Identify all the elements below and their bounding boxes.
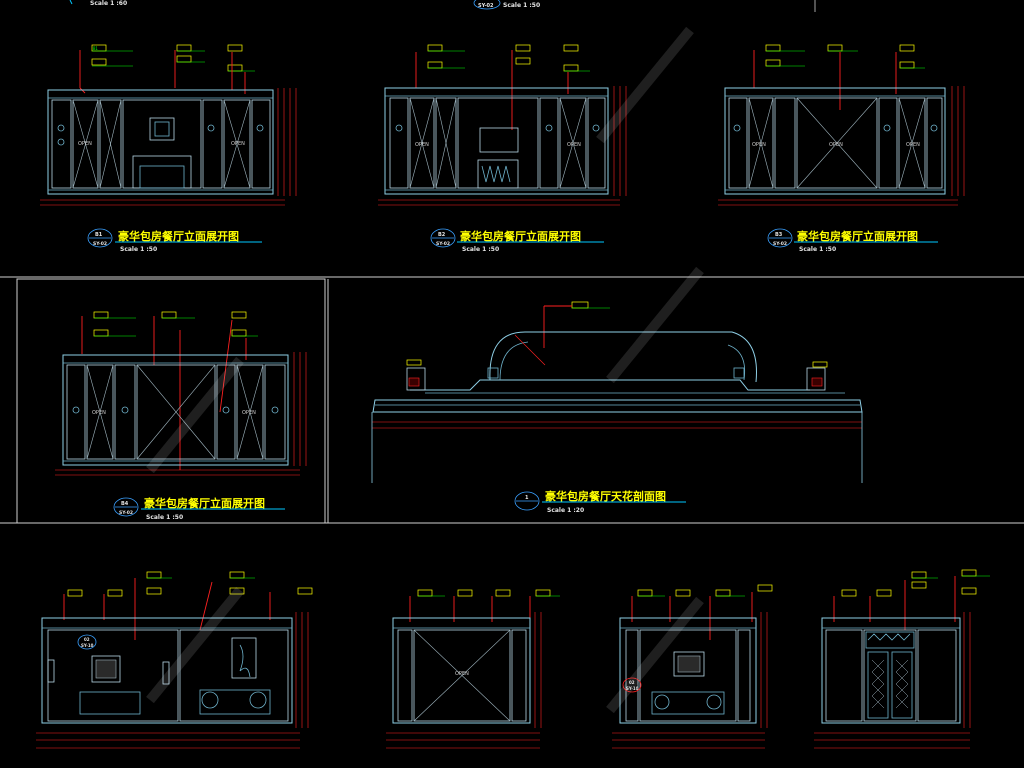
b3-open-label-center: OPEN xyxy=(829,142,843,148)
ceiling-section: 1 豪华包房餐厅天花剖面图 Scale 1 :20 xyxy=(371,301,863,514)
material-tags xyxy=(415,44,590,130)
bottom-elevation-2: OPEN xyxy=(386,589,560,749)
b1-callout-no: B1 xyxy=(95,232,103,238)
be3-section-marker xyxy=(622,677,642,693)
b1-open-label-right: OPEN xyxy=(231,141,245,147)
material-tags xyxy=(833,569,990,630)
b3-callout-sheet: SY-02 xyxy=(773,241,787,247)
ceiling-callout-no: 1 xyxy=(525,495,529,501)
bottom-elevation-3: 02 SY-10 xyxy=(612,584,773,749)
b1-open-label-left: OPEN xyxy=(78,141,92,147)
b4-title: 豪华包房餐厅立面展开图 xyxy=(144,496,265,510)
b2-wall-outline xyxy=(384,87,609,195)
be3-marker-bottom: SY-10 xyxy=(626,686,639,691)
b4-open-label-left: OPEN xyxy=(92,410,106,416)
elevation-b3: OPEN OPEN OPEN B3 SY-02 豪华包房餐厅立面展开图 Scal… xyxy=(718,44,965,253)
be1-marker-bottom: SY-10 xyxy=(81,643,94,648)
b4-wall-outline xyxy=(62,354,289,466)
be3-marker-top: 02 xyxy=(629,680,635,685)
elevation-b2: OPEN OPEN B2 SY-02 豪华包房餐厅立面展开图 Scale 1 :… xyxy=(378,44,627,253)
be2-wall-outline xyxy=(392,617,531,724)
b2-callout-sheet: SY-02 xyxy=(436,241,450,247)
b1-scale: Scale 1 :50 xyxy=(120,246,157,253)
ceiling-scale: Scale 1 :20 xyxy=(547,507,584,514)
panel-frames xyxy=(0,276,1024,524)
bottom-elevation-1: 02 SY-10 xyxy=(36,571,313,749)
ceiling-title: 豪华包房餐厅天花剖面图 xyxy=(545,489,666,503)
material-tags xyxy=(63,571,313,640)
top-mid-tag: SY-02 xyxy=(478,3,494,9)
svg-text:B1: B1 xyxy=(93,46,98,51)
b2-scale: Scale 1 :50 xyxy=(462,246,499,253)
top-partial-header: Scale 1 :60 SY-02 Scale 1 :50 xyxy=(69,0,816,12)
ceiling-dome xyxy=(489,331,757,383)
b2-title: 豪华包房餐厅立面展开图 xyxy=(460,229,581,243)
ceiling-beam xyxy=(372,399,863,413)
b3-callout-bubble xyxy=(767,228,793,248)
top-left-scale: Scale 1 :60 xyxy=(90,0,127,7)
top-mid-marker xyxy=(473,0,501,10)
b3-open-label-left: OPEN xyxy=(752,142,766,148)
b3-open-label-right: OPEN xyxy=(906,142,920,148)
bottom-elevation-4 xyxy=(814,569,990,749)
ceiling-callout-bubble xyxy=(514,491,540,511)
watermark-pattern xyxy=(146,26,704,714)
be4-wall-outline xyxy=(821,617,961,724)
be2-open-label: OPEN xyxy=(455,671,469,677)
b3-scale: Scale 1 :50 xyxy=(799,246,836,253)
elevation-b4: OPEN OPEN B4 SY-02 豪华包房餐厅立面展开图 Scale 1 :… xyxy=(55,311,307,521)
b2-callout-bubble xyxy=(430,228,456,248)
b4-open-label-right: OPEN xyxy=(242,410,256,416)
b2-callout-no: B2 xyxy=(438,232,446,238)
be3-wall-outline xyxy=(619,617,757,724)
material-tags: B1 xyxy=(79,44,255,94)
b1-callout-bubble xyxy=(87,228,113,248)
b4-callout-bubble xyxy=(113,497,139,517)
b2-open-label-left: OPEN xyxy=(415,142,429,148)
be1-wall-outline xyxy=(41,617,293,724)
be1-section-marker xyxy=(77,634,97,650)
material-tags xyxy=(631,584,773,640)
b4-callout-sheet: SY-02 xyxy=(119,510,133,516)
b4-callout-no: B4 xyxy=(121,501,129,507)
b1-title: 豪华包房餐厅立面展开图 xyxy=(118,229,239,243)
b4-scale: Scale 1 :50 xyxy=(146,514,183,521)
top-mid-scale: Scale 1 :50 xyxy=(503,2,540,9)
b2-open-label-right: OPEN xyxy=(567,142,581,148)
b3-title: 豪华包房餐厅立面展开图 xyxy=(797,229,918,243)
b3-callout-no: B3 xyxy=(775,232,783,238)
elevation-b1: B1 OPEN xyxy=(40,44,297,253)
b1-wall-outline xyxy=(47,89,274,195)
b3-wall-outline xyxy=(724,87,946,195)
be1-marker-top: 02 xyxy=(84,637,90,642)
material-tags xyxy=(409,589,560,622)
b1-callout-sheet: SY-02 xyxy=(93,241,107,247)
material-tags xyxy=(753,44,925,110)
material-tags xyxy=(81,311,258,470)
